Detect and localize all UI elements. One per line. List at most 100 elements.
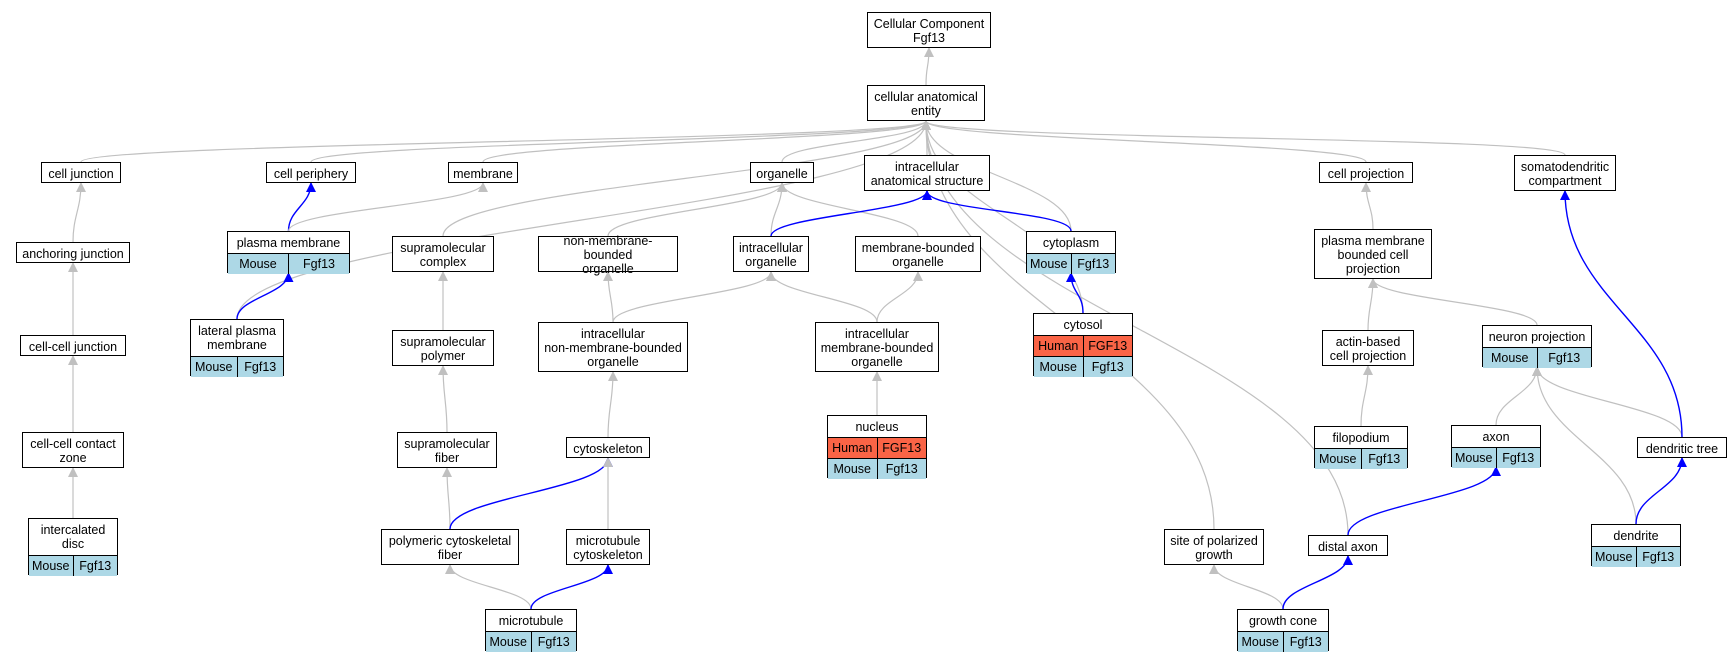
node-label-line: intracellular (895, 160, 959, 174)
edge-filopodium-to-actin (1360, 365, 1373, 427)
node-label-line: neuron projection (1488, 329, 1586, 344)
node-label: membrane (449, 163, 517, 184)
species-cell: Human (1034, 336, 1083, 356)
node-distal-axon[interactable]: distal axon (1308, 535, 1388, 556)
node-label: cell projection (1320, 163, 1412, 184)
node-cell-projection[interactable]: cell projection (1319, 162, 1413, 183)
edge-dendrite-to-neuron-proj (1532, 366, 1637, 525)
node-cc-junction[interactable]: cell-cell junction (20, 335, 126, 356)
node-cell-periphery[interactable]: cell periphery (266, 162, 356, 183)
node-label: anchoring junction (17, 243, 129, 264)
node-label-line: organelle (745, 255, 797, 269)
node-label-line: organelle (851, 355, 903, 369)
node-membrane[interactable]: membrane (448, 162, 518, 183)
node-label-line: supramolecular (400, 335, 486, 349)
node-label-line: cell-cell contact (30, 437, 116, 451)
gene-cell: Fgf13 (1082, 357, 1132, 377)
node-label-line: supramolecular (404, 437, 490, 451)
node-label-line: intracellular (845, 327, 909, 341)
edge-neuron-proj-to-pmbcp (1368, 278, 1538, 326)
node-cell-junction[interactable]: cell junction (41, 162, 121, 183)
gene-cell: Fgf13 (530, 632, 576, 652)
edge-supra-fiber-to-supra-polymer (438, 365, 449, 433)
node-label-line: plasma membrane (236, 235, 341, 250)
node-label-line: dendrite (1613, 528, 1659, 543)
species-cell: Mouse (191, 357, 237, 377)
node-label-line: actin-based (1335, 335, 1401, 349)
edge-plasma-membrane-to-membrane (287, 182, 488, 232)
node-dendritic-tree[interactable]: dendritic tree (1637, 437, 1727, 458)
node-organelle[interactable]: organelle (750, 162, 814, 183)
node-label-line: cell-cell junction (28, 339, 118, 354)
node-label: cytoskeleton (567, 438, 649, 459)
node-label: cell junction (42, 163, 120, 184)
node-label-line: non-membrane-bounded (563, 234, 653, 262)
node-label-line: supramolecular (400, 241, 486, 255)
node-label-line: entity (911, 104, 941, 118)
node-cytoskeleton[interactable]: cytoskeleton (566, 437, 650, 458)
node-label: dendrite (1592, 525, 1680, 546)
species-cell: Mouse (486, 632, 531, 652)
node-label-line: cytoplasm (1042, 235, 1100, 250)
edge-cytoplasm-to-cae (921, 120, 1072, 232)
node-anchoring[interactable]: anchoring junction (16, 242, 130, 263)
edge-cae-to-root (923, 47, 934, 86)
node-label: cell periphery (267, 163, 355, 184)
node-label: organelle (751, 163, 813, 184)
node-label-line: polymeric cytoskeletal (388, 534, 512, 548)
node-label-line: cytosol (1063, 317, 1103, 332)
gene-cell: Fgf13 (1070, 254, 1115, 274)
gene-cell: Fgf13 (1360, 449, 1407, 469)
species-cell: Mouse (228, 254, 288, 274)
gene-cell: Fgf13 (1635, 547, 1680, 567)
node-label-line: somatodendritic (1520, 160, 1610, 174)
node-label-line: complex (419, 255, 467, 269)
node-label-line: cell projection (1327, 166, 1405, 181)
node-label-line: microtubule (498, 613, 564, 628)
edge-distal-axon-to-axon (1347, 466, 1501, 536)
node-label-line: zone (59, 451, 87, 465)
node-label-line: membrane-bounded (861, 241, 975, 255)
gene-cell: Fgf13 (1536, 348, 1591, 368)
